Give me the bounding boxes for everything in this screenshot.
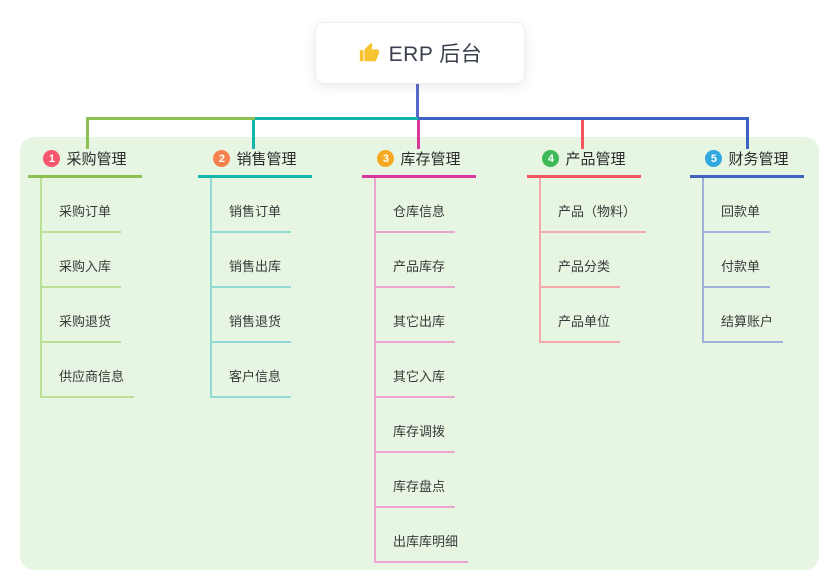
background-panel: [20, 137, 819, 570]
child-node: 采购订单: [42, 178, 122, 233]
child-label[interactable]: 产品（物料）: [541, 201, 647, 233]
branch: 5 财务管理 回款单 付款单 结算账户: [690, 148, 804, 343]
child-label[interactable]: 结算账户: [704, 311, 784, 343]
connector-drop-branch-1: [86, 117, 89, 149]
child-node: 供应商信息: [42, 343, 135, 398]
child-node: 产品分类: [541, 233, 621, 288]
connector-drop-branch-2: [252, 117, 255, 149]
root-title: ERP 后台: [388, 43, 483, 66]
child-node: 回款单: [704, 178, 771, 233]
thumbs-up-icon: [358, 42, 380, 64]
branch-title[interactable]: 5 财务管理: [690, 148, 804, 178]
branch-label: 销售管理: [236, 151, 297, 168]
child-node: 库存盘点: [376, 453, 456, 508]
child-label[interactable]: 采购订单: [42, 201, 122, 233]
child-node: 库存调拨: [376, 398, 456, 453]
branch-title[interactable]: 2 销售管理: [198, 148, 312, 178]
child-node: 销售订单: [212, 178, 292, 233]
root-node[interactable]: ERP 后台: [315, 22, 525, 84]
connector-drop-branch-3: [417, 117, 420, 149]
branch-children: 仓库信息 产品库存 其它出库 其它入库 库存调拨: [374, 178, 469, 563]
child-label[interactable]: 采购退货: [42, 311, 122, 343]
branch-label: 采购管理: [66, 151, 127, 168]
child-node: 采购入库: [42, 233, 122, 288]
branch-number-badge: 2: [213, 150, 231, 167]
child-label[interactable]: 其它出库: [376, 311, 456, 343]
branch-children: 销售订单 销售出库 销售退货 客户信息: [210, 178, 292, 398]
child-label[interactable]: 采购入库: [42, 256, 122, 288]
child-node: 产品单位: [541, 288, 621, 343]
connector-drop-branch-5: [746, 117, 749, 149]
branch-number-badge: 4: [542, 150, 560, 167]
child-node: 结算账户: [704, 288, 784, 343]
child-label[interactable]: 库存盘点: [376, 476, 456, 508]
branch: 1 采购管理 采购订单 采购入库 采购退货: [28, 148, 142, 398]
connector-root-drop: [416, 82, 419, 120]
branch-label: 财务管理: [728, 151, 789, 168]
child-node: 仓库信息: [376, 178, 456, 233]
branch-children: 产品（物料） 产品分类 产品单位: [539, 178, 647, 343]
child-label[interactable]: 付款单: [704, 256, 771, 288]
branch: 4 产品管理 产品（物料） 产品分类 产品单位: [527, 148, 647, 343]
connector-bar-right: [418, 117, 749, 120]
child-node: 采购退货: [42, 288, 122, 343]
child-label[interactable]: 产品库存: [376, 256, 456, 288]
child-node: 客户信息: [212, 343, 292, 398]
connector-drop-branch-4: [581, 117, 584, 149]
child-label[interactable]: 产品单位: [541, 311, 621, 343]
child-label[interactable]: 销售退货: [212, 311, 292, 343]
child-label[interactable]: 客户信息: [212, 366, 292, 398]
branch-number-badge: 3: [377, 150, 395, 167]
child-label[interactable]: 出库库明细: [376, 531, 469, 563]
child-label[interactable]: 销售出库: [212, 256, 292, 288]
branch-children: 采购订单 采购入库 采购退货 供应商信息: [40, 178, 135, 398]
branch-label: 库存管理: [400, 151, 461, 168]
child-label[interactable]: 仓库信息: [376, 201, 456, 233]
child-label[interactable]: 产品分类: [541, 256, 621, 288]
child-node: 销售出库: [212, 233, 292, 288]
child-node: 付款单: [704, 233, 771, 288]
connector-bar-left: [86, 117, 255, 120]
branch: 2 销售管理 销售订单 销售出库 销售退货: [198, 148, 312, 398]
child-node: 产品（物料）: [541, 178, 647, 233]
child-node: 其它出库: [376, 288, 456, 343]
child-node: 出库库明细: [376, 508, 469, 563]
branch-number-badge: 5: [705, 150, 723, 167]
child-label[interactable]: 回款单: [704, 201, 771, 233]
branch-children: 回款单 付款单 结算账户: [702, 178, 784, 343]
branch-title[interactable]: 1 采购管理: [28, 148, 142, 178]
branch-title[interactable]: 4 产品管理: [527, 148, 641, 178]
child-label[interactable]: 其它入库: [376, 366, 456, 398]
child-label[interactable]: 销售订单: [212, 201, 292, 233]
child-node: 销售退货: [212, 288, 292, 343]
branch-label: 产品管理: [565, 151, 626, 168]
branch-number-badge: 1: [43, 150, 61, 167]
branch: 3 库存管理 仓库信息 产品库存 其它出库: [362, 148, 476, 563]
child-label[interactable]: 供应商信息: [42, 366, 135, 398]
branch-title[interactable]: 3 库存管理: [362, 148, 476, 178]
child-label[interactable]: 库存调拨: [376, 421, 456, 453]
child-node: 其它入库: [376, 343, 456, 398]
child-node: 产品库存: [376, 233, 456, 288]
connector-bar-middle: [255, 117, 418, 120]
